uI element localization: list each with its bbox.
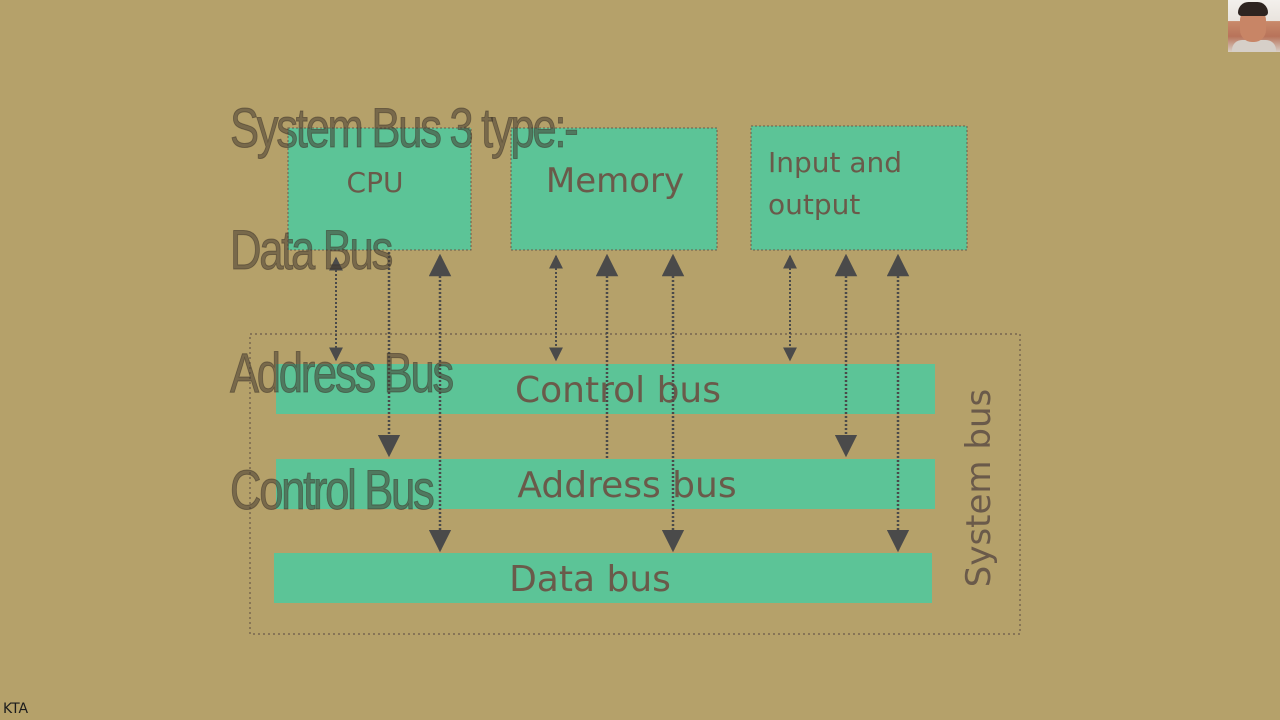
avatar-shirt bbox=[1232, 40, 1276, 52]
system-bus-label: System bus bbox=[959, 389, 999, 587]
cpu-box bbox=[287, 127, 472, 251]
slide-title: System Bus 3 type:- bbox=[230, 96, 580, 159]
io-label-line2: output bbox=[768, 188, 860, 221]
io-box bbox=[750, 125, 968, 251]
data-bus-bar bbox=[274, 553, 932, 603]
presenter-avatar bbox=[1228, 0, 1280, 52]
address-bus-bar bbox=[276, 459, 935, 509]
avatar-hair bbox=[1238, 2, 1268, 16]
control-bus-label: Control bus bbox=[515, 370, 721, 411]
cpu-label: CPU bbox=[347, 166, 404, 199]
address-bus-label: Address bus bbox=[517, 465, 736, 506]
control-bus-bar bbox=[276, 364, 935, 414]
watermark: KTA bbox=[3, 701, 29, 717]
io-label-line1: Input and bbox=[768, 146, 902, 179]
system-bus-boundary bbox=[249, 333, 1021, 635]
memory-label: Memory bbox=[546, 161, 684, 201]
io-label: Input and output bbox=[768, 146, 911, 221]
heading-item-address-bus: Address Bus bbox=[230, 341, 455, 404]
data-bus-label: Data bus bbox=[509, 559, 671, 600]
memory-box bbox=[510, 127, 718, 251]
heading-item-data-bus: Data Bus bbox=[230, 218, 394, 281]
heading-item-control-bus: Control Bus bbox=[230, 458, 436, 521]
